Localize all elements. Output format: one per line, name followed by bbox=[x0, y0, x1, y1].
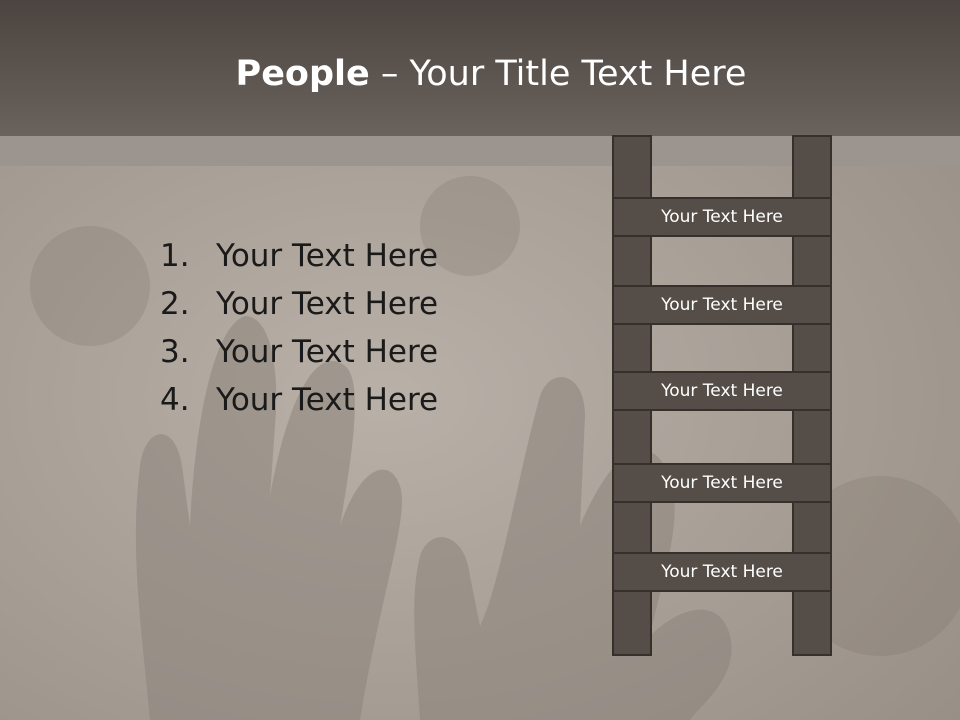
list-item-number: 1. bbox=[160, 238, 190, 274]
list-item-number: 2. bbox=[160, 286, 190, 322]
list-item-text: Your Text Here bbox=[216, 382, 439, 418]
list-item: 1. Your Text Here bbox=[160, 232, 438, 280]
list-item-number: 3. bbox=[160, 334, 190, 370]
slide-title: People – Your Title Text Here bbox=[0, 52, 960, 96]
reaching-hands-image bbox=[30, 176, 960, 720]
ladder-rung-5: Your Text Here bbox=[612, 552, 832, 592]
title-bar bbox=[0, 0, 960, 136]
ladder-rung-4: Your Text Here bbox=[612, 463, 832, 503]
numbered-list: 1. Your Text Here 2. Your Text Here 3. Your… bbox=[160, 232, 438, 424]
list-item-text: Your Text Here bbox=[216, 334, 439, 370]
list-item: 2. Your Text Here bbox=[160, 280, 438, 328]
list-item-text: Your Text Here bbox=[216, 286, 439, 322]
list-item: 3. Your Text Here bbox=[160, 328, 438, 376]
ladder-rung-2: Your Text Here bbox=[612, 285, 832, 325]
title-bold: People bbox=[235, 54, 370, 94]
title-rest: – Your Title Text Here bbox=[369, 54, 747, 94]
list-item-number: 4. bbox=[160, 382, 190, 418]
list-item: 4. Your Text Here bbox=[160, 376, 438, 424]
list-item-text: Your Text Here bbox=[216, 238, 439, 274]
ladder-rung-3: Your Text Here bbox=[612, 371, 832, 411]
ladder-rung-1: Your Text Here bbox=[612, 197, 832, 237]
